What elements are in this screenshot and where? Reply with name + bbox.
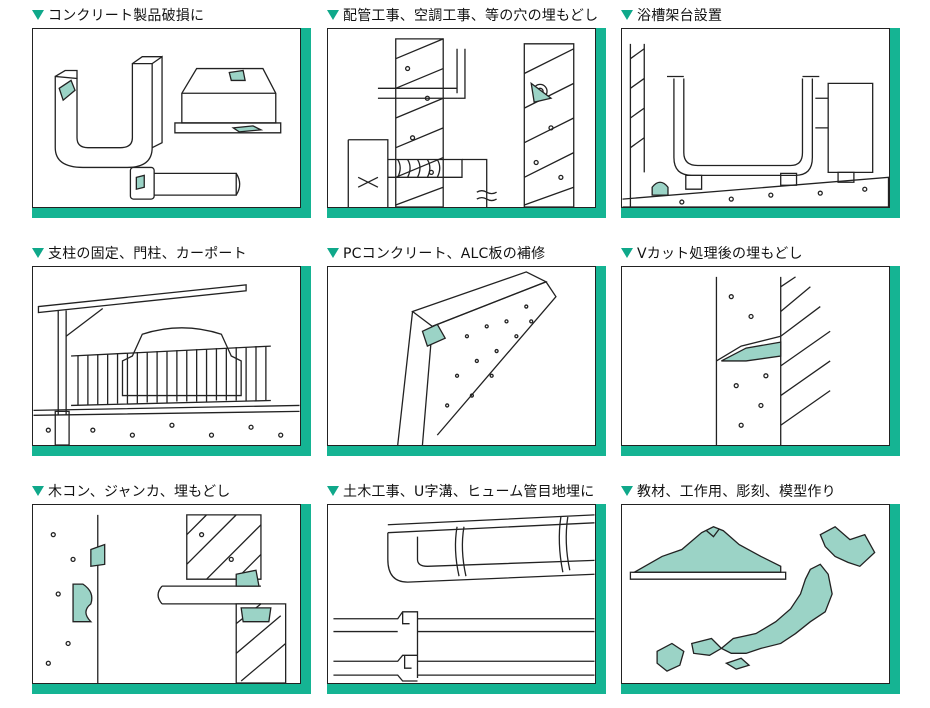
panel-3-title: 浴槽架台設置 xyxy=(621,6,722,26)
concrete-products-illustration xyxy=(33,29,300,207)
v-cut-illustration xyxy=(622,267,889,445)
panel-8: 土木工事、U字溝、ヒューム管目地埋に xyxy=(327,482,606,694)
triangle-marker-icon xyxy=(621,486,633,496)
triangle-marker-icon xyxy=(32,10,44,20)
panel-1-frame xyxy=(32,28,311,218)
triangle-marker-icon xyxy=(327,248,339,258)
triangle-marker-icon xyxy=(327,486,339,496)
panel-4-title: 支柱の固定、門柱、カーポート xyxy=(32,244,247,264)
triangle-marker-icon xyxy=(327,10,339,20)
panel-8-title: 土木工事、U字溝、ヒューム管目地埋に xyxy=(327,482,594,502)
triangle-marker-icon xyxy=(621,10,633,20)
panel-4-frame xyxy=(32,266,311,456)
panel-5: PCコンクリート、ALC板の補修 xyxy=(327,244,606,456)
panel-1: コンクリート製品破損に xyxy=(32,6,311,218)
panel-2: 配管工事、空調工事、等の穴の埋もどし xyxy=(327,6,606,218)
triangle-marker-icon xyxy=(621,248,633,258)
panel-7-frame xyxy=(32,504,311,694)
panel-5-frame xyxy=(327,266,606,456)
panel-6: Vカット処理後の埋もどし xyxy=(621,244,900,456)
panel-5-title: PCコンクリート、ALC板の補修 xyxy=(327,244,545,264)
panel-3: 浴槽架台設置 xyxy=(621,6,900,218)
panel-3-frame xyxy=(621,28,900,218)
panel-8-frame xyxy=(327,504,606,694)
panel-7-title: 木コン、ジャンカ、埋もどし xyxy=(32,482,231,502)
panel-1-title: コンクリート製品破損に xyxy=(32,6,204,26)
triangle-marker-icon xyxy=(32,486,44,496)
panel-9-title: 教材、工作用、彫刻、模型作り xyxy=(621,482,836,502)
panel-6-title: Vカット処理後の埋もどし xyxy=(621,244,803,264)
pc-alc-panel-illustration xyxy=(328,267,595,445)
panel-9-frame xyxy=(621,504,900,694)
pipe-hole-illustration xyxy=(328,29,595,207)
bathtub-stand-illustration xyxy=(622,29,889,207)
u-gutter-pipe-illustration xyxy=(328,505,595,683)
japan-map-model-illustration xyxy=(622,505,889,683)
honeycomb-repair-illustration xyxy=(33,505,300,683)
panel-7: 木コン、ジャンカ、埋もどし xyxy=(32,482,311,694)
panel-4: 支柱の固定、門柱、カーポート xyxy=(32,244,311,456)
triangle-marker-icon xyxy=(32,248,44,258)
panel-2-title: 配管工事、空調工事、等の穴の埋もどし xyxy=(327,6,598,26)
panel-9: 教材、工作用、彫刻、模型作り xyxy=(621,482,900,694)
carport-post-illustration xyxy=(33,267,300,445)
panel-6-frame xyxy=(621,266,900,456)
panel-2-frame xyxy=(327,28,606,218)
